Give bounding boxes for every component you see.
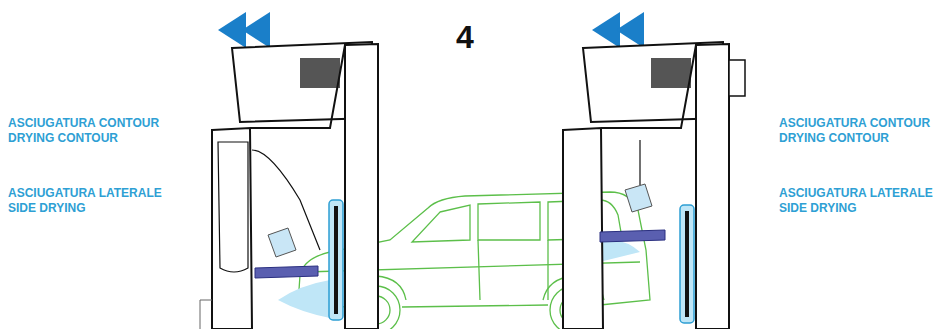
gantry-right: [563, 42, 745, 329]
direction-arrow: [218, 12, 644, 48]
function-label-en: SIDE DRYING: [779, 201, 857, 216]
function-label-en: DRYING CONTOUR: [779, 131, 889, 146]
step-number: 4: [456, 20, 474, 54]
function-label-it: ASCIUGATURA LATERALE: [8, 186, 162, 201]
function-label-en: DRYING CONTOUR: [8, 131, 118, 146]
function-label-en: SIDE DRYING: [8, 201, 86, 216]
function-label-it: ASCIUGATURA CONTOUR: [779, 116, 930, 131]
gantry-left: [200, 42, 378, 329]
function-label-it: ASCIUGATURA LATERALE: [779, 186, 933, 201]
function-label-it: ASCIUGATURA CONTOUR: [8, 116, 159, 131]
